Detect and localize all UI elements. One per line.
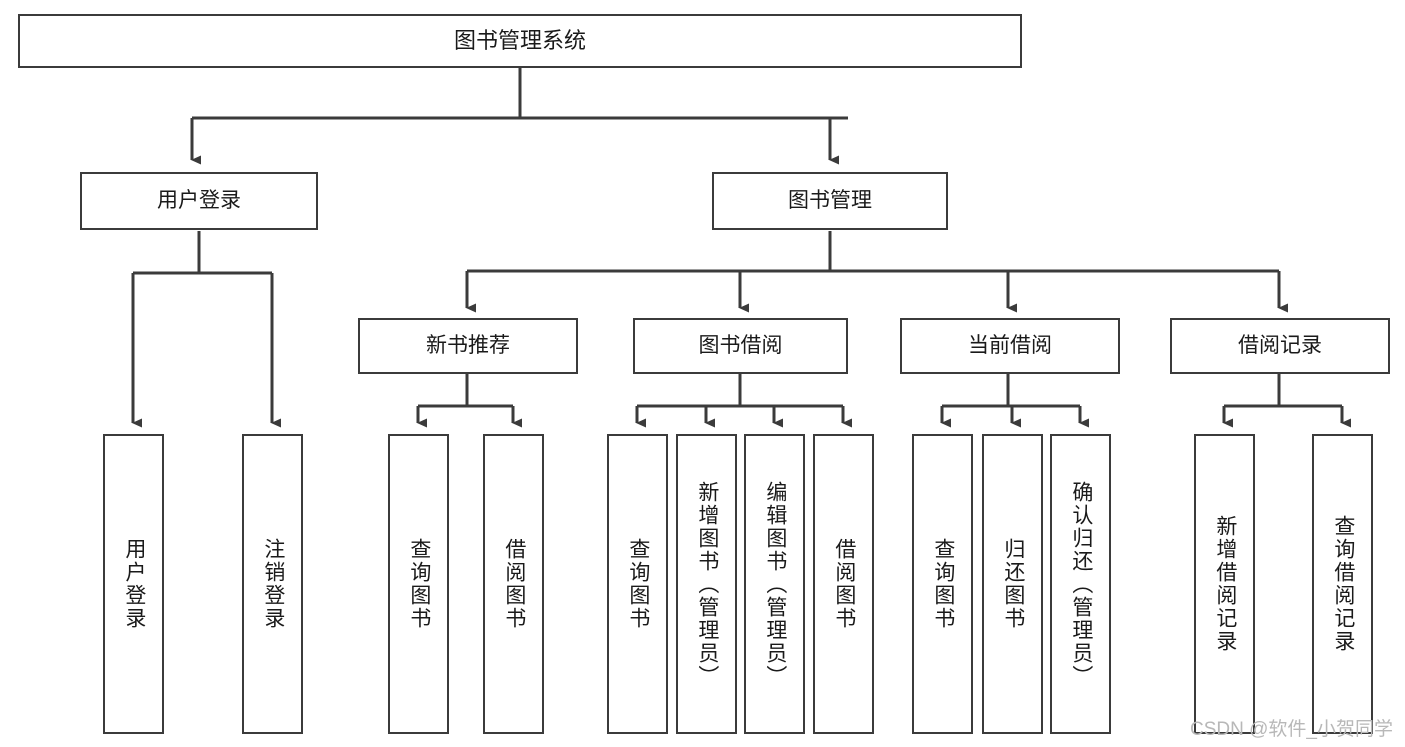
node-leaf-logout[interactable]: 注销登录 bbox=[242, 434, 303, 734]
node-leaf-return-book-label: 归还图书 bbox=[1001, 538, 1025, 630]
node-book-manage-label: 图书管理 bbox=[788, 188, 872, 212]
node-current-borrow[interactable]: 当前借阅 bbox=[900, 318, 1120, 374]
node-borrow-record-label: 借阅记录 bbox=[1238, 333, 1322, 357]
node-borrow-record[interactable]: 借阅记录 bbox=[1170, 318, 1390, 374]
node-leaf-return-book[interactable]: 归还图书 bbox=[982, 434, 1043, 734]
node-leaf-user-login[interactable]: 用户登录 bbox=[103, 434, 164, 734]
node-leaf-query-record[interactable]: 查询借阅记录 bbox=[1312, 434, 1373, 734]
node-leaf-borrow-book-2-label: 借阅图书 bbox=[832, 538, 856, 630]
node-new-book-rec[interactable]: 新书推荐 bbox=[358, 318, 578, 374]
node-leaf-edit-book-label: 编辑图书（管理员） bbox=[763, 480, 787, 688]
node-user-login-label: 用户登录 bbox=[157, 188, 241, 212]
node-new-book-rec-label: 新书推荐 bbox=[426, 333, 510, 357]
node-leaf-edit-book[interactable]: 编辑图书（管理员） bbox=[744, 434, 805, 734]
node-leaf-add-record[interactable]: 新增借阅记录 bbox=[1194, 434, 1255, 734]
node-leaf-query-book-1[interactable]: 查询图书 bbox=[388, 434, 449, 734]
node-leaf-user-login-label: 用户登录 bbox=[122, 538, 146, 630]
node-leaf-borrow-book-2[interactable]: 借阅图书 bbox=[813, 434, 874, 734]
node-leaf-borrow-book-1[interactable]: 借阅图书 bbox=[483, 434, 544, 734]
node-book-borrow[interactable]: 图书借阅 bbox=[633, 318, 848, 374]
node-current-borrow-label: 当前借阅 bbox=[968, 333, 1052, 357]
node-book-borrow-label: 图书借阅 bbox=[698, 333, 783, 357]
node-leaf-query-book-1-label: 查询图书 bbox=[407, 538, 431, 630]
node-leaf-add-book-label: 新增图书（管理员） bbox=[695, 480, 719, 688]
connector-lines bbox=[131, 68, 1351, 428]
node-root[interactable]: 图书管理系统 bbox=[18, 14, 1022, 68]
node-leaf-query-book-3-label: 查询图书 bbox=[931, 538, 955, 630]
node-leaf-borrow-book-1-label: 借阅图书 bbox=[502, 538, 526, 630]
node-leaf-query-record-label: 查询借阅记录 bbox=[1331, 515, 1355, 653]
node-leaf-confirm-return-label: 确认归还（管理员） bbox=[1069, 480, 1093, 688]
node-leaf-confirm-return[interactable]: 确认归还（管理员） bbox=[1050, 434, 1111, 734]
node-leaf-query-book-2[interactable]: 查询图书 bbox=[607, 434, 668, 734]
node-leaf-add-record-label: 新增借阅记录 bbox=[1213, 515, 1237, 653]
node-book-manage[interactable]: 图书管理 bbox=[712, 172, 948, 230]
node-user-login[interactable]: 用户登录 bbox=[80, 172, 318, 230]
node-root-label: 图书管理系统 bbox=[453, 28, 586, 54]
node-leaf-add-book[interactable]: 新增图书（管理员） bbox=[676, 434, 737, 734]
node-leaf-logout-label: 注销登录 bbox=[261, 538, 285, 630]
node-leaf-query-book-3[interactable]: 查询图书 bbox=[912, 434, 973, 734]
node-leaf-query-book-2-label: 查询图书 bbox=[626, 538, 650, 630]
